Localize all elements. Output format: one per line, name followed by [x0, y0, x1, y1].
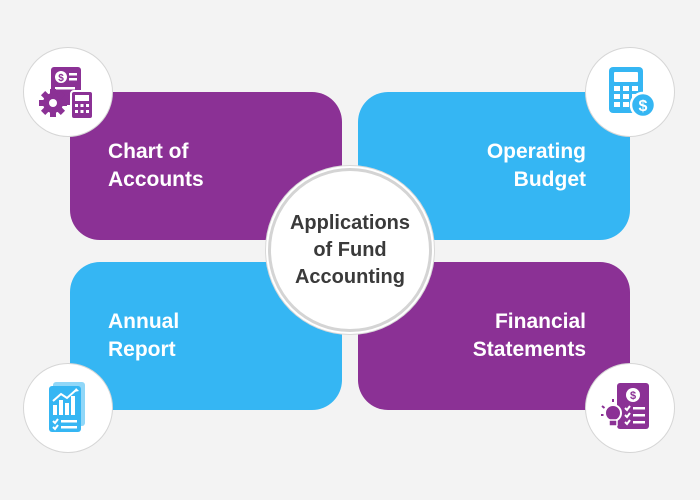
card-label-line: Chart of [108, 140, 189, 163]
badge-top-right: $ [585, 47, 675, 137]
card-label-line: Budget [513, 168, 586, 191]
center-title-line: Accounting [294, 265, 405, 288]
dollar-sign: $ [639, 98, 648, 115]
card-operating-budget: Operating Budget [358, 92, 630, 240]
financial-statement-lightbulb-icon: $ [601, 383, 649, 429]
report-bar-chart-icon [49, 382, 85, 432]
card-label-line: Accounts [108, 168, 204, 191]
badge-top-left: $ [23, 47, 113, 137]
center-title-line: Applications [289, 211, 410, 234]
center-title-line: of Fund [313, 238, 387, 261]
card-chart-of-accounts: Chart of Accounts [70, 92, 342, 240]
dollar-sign: $ [58, 73, 64, 84]
card-label-line: Annual [108, 310, 180, 333]
card-financial-statements: Financial Statements [358, 262, 630, 410]
center-title-circle: Applications of Fund Accounting [268, 168, 432, 332]
dollar-sign: $ [630, 390, 636, 402]
card-label-line: Statements [472, 338, 586, 361]
calculator-dollar-icon: $ [609, 67, 657, 119]
card-label-line: Operating [486, 140, 586, 163]
card-label-line: Financial [494, 310, 586, 333]
accounting-document-gear-calculator-icon: $ [39, 67, 94, 120]
badge-bottom-right: $ [585, 363, 675, 453]
card-label-line: Report [108, 338, 176, 361]
badge-bottom-left [23, 363, 113, 453]
